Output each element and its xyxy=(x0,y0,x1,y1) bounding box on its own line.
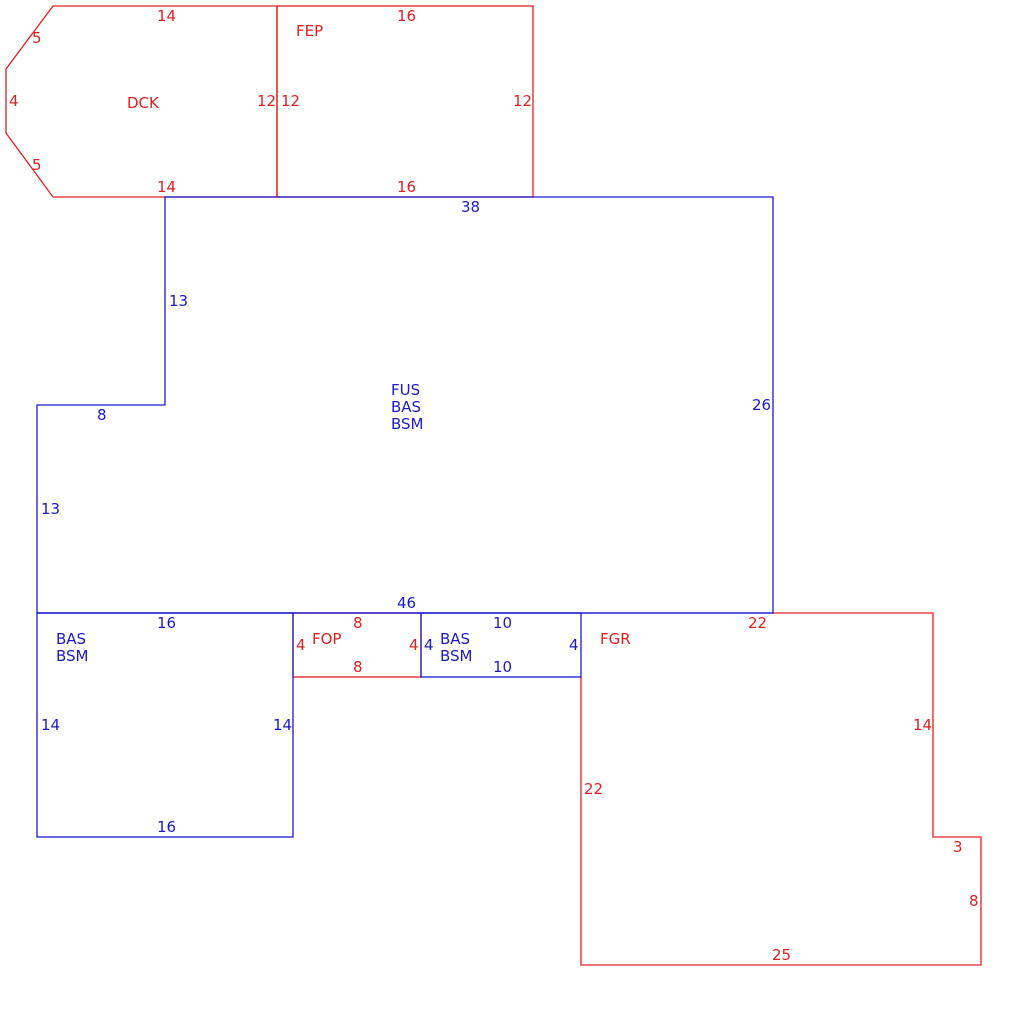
dim-label: 22 xyxy=(584,780,603,798)
dim-label: 4 xyxy=(409,636,419,654)
dim-label: 12 xyxy=(257,92,276,110)
area-label-bas-mid-bsm: BSM xyxy=(440,647,473,665)
dim-label: 10 xyxy=(493,658,512,676)
dim-label: 16 xyxy=(157,614,176,632)
dim-label: 38 xyxy=(461,198,480,216)
dim-label: 16 xyxy=(397,178,416,196)
area-label-bas-mid-bas: BAS xyxy=(440,630,470,648)
area-label-main-bsm: BSM xyxy=(391,415,424,433)
dim-label: 12 xyxy=(281,92,300,110)
area-label-dck: DCK xyxy=(127,94,160,112)
area-label-fgr: FGR xyxy=(600,630,631,648)
dim-label: 22 xyxy=(748,614,767,632)
dim-label: 46 xyxy=(397,594,416,612)
dim-label: 4 xyxy=(296,636,306,654)
dim-label: 14 xyxy=(913,716,932,734)
area-label-bas-left-bsm: BSM xyxy=(56,647,89,665)
dim-label: 13 xyxy=(169,292,188,310)
dim-label: 14 xyxy=(41,716,60,734)
area-label-main-bas: BAS xyxy=(391,398,421,416)
dim-label: 25 xyxy=(772,946,791,964)
dim-label: 3 xyxy=(953,838,963,856)
dim-label: 5 xyxy=(32,29,42,47)
dim-label: 14 xyxy=(157,178,176,196)
dim-label: 12 xyxy=(513,92,532,110)
dim-label: 13 xyxy=(41,500,60,518)
dim-label: 16 xyxy=(157,818,176,836)
dim-label: 4 xyxy=(9,92,19,110)
dim-label: 26 xyxy=(752,396,771,414)
area-label-fop: FOP xyxy=(312,630,341,648)
dim-label: 4 xyxy=(424,636,434,654)
dim-label: 10 xyxy=(493,614,512,632)
area-label-fep: FEP xyxy=(296,22,323,40)
dim-label: 8 xyxy=(353,658,363,676)
dim-label: 8 xyxy=(97,406,107,424)
dim-label: 4 xyxy=(569,636,579,654)
dim-label: 8 xyxy=(969,892,979,910)
dim-label: 8 xyxy=(353,614,363,632)
dim-label: 5 xyxy=(32,156,42,174)
dim-label: 16 xyxy=(397,7,416,25)
dim-label: 14 xyxy=(157,7,176,25)
area-label-bas-left-bas: BAS xyxy=(56,630,86,648)
area-label-main-fus: FUS xyxy=(391,381,420,399)
fgr-outline xyxy=(580,612,982,966)
dim-label: 14 xyxy=(273,716,292,734)
